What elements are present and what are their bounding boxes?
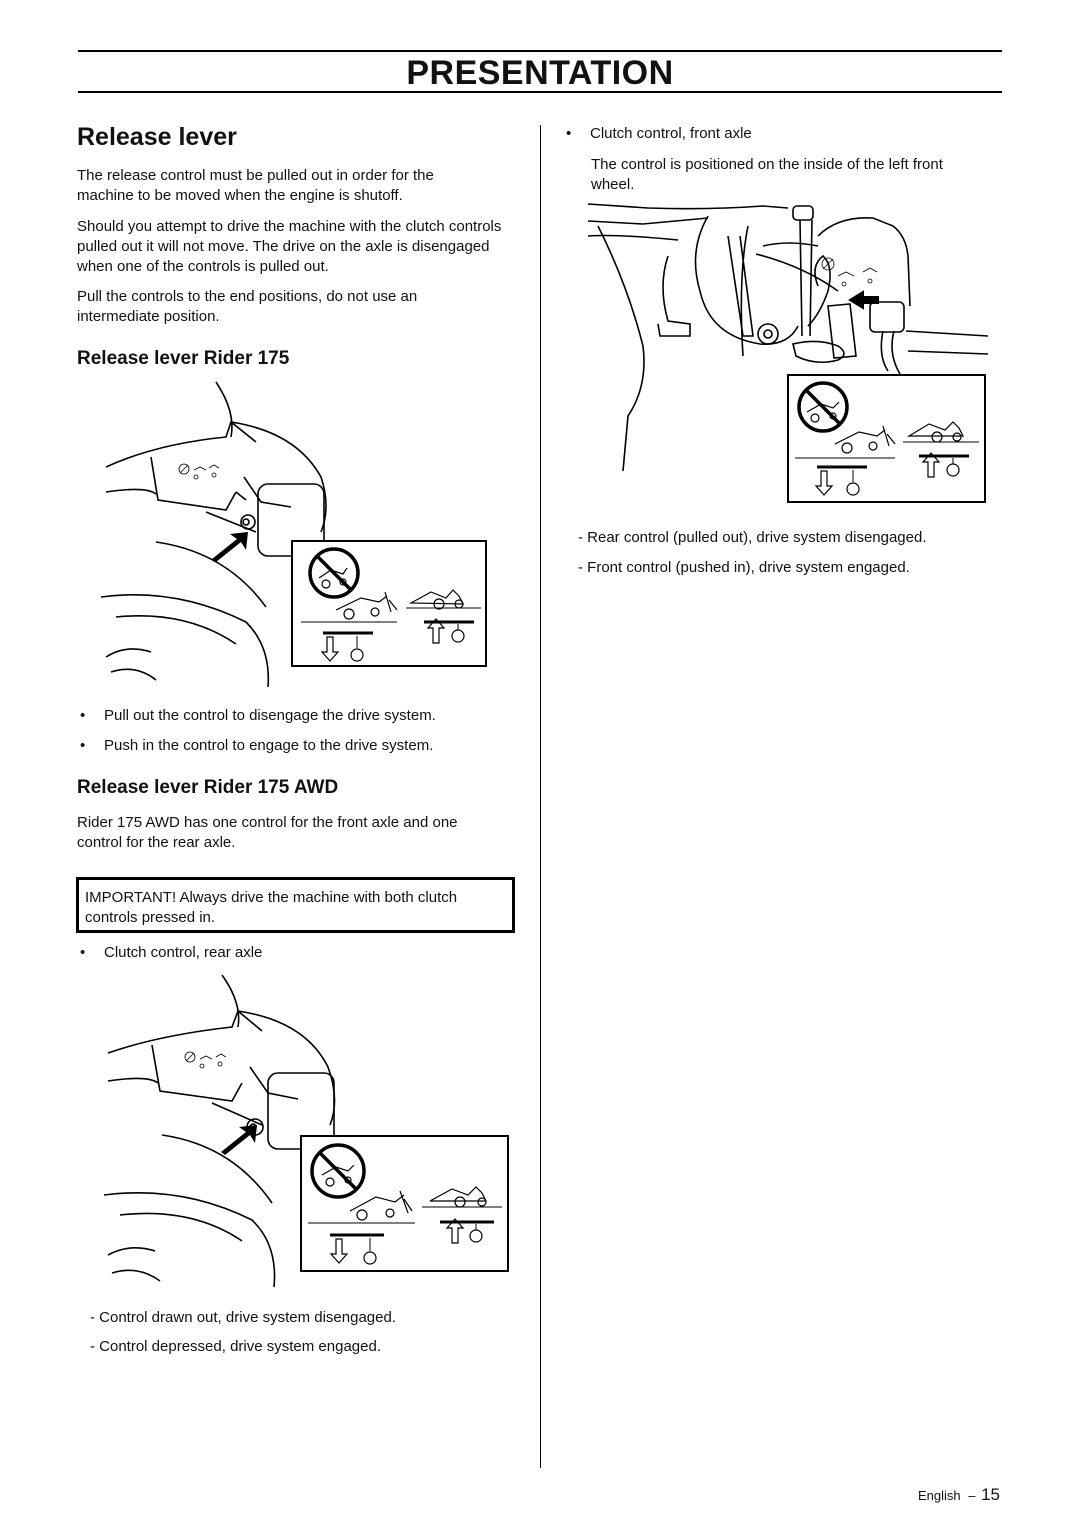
push-in-icon (426, 618, 446, 644)
tow-icon (349, 1186, 487, 1221)
rider-175-lever-illustration (100, 381, 327, 688)
clutch-decal-box-3 (787, 374, 986, 503)
bullet-icon: • (80, 737, 86, 754)
bullet-icon: • (80, 707, 86, 724)
tow-icon (335, 589, 464, 620)
paragraph-awd-controls: Rider 175 AWD has one control for the fr… (77, 814, 458, 851)
dash-control-depressed: - Control depressed, drive system engage… (90, 1338, 381, 1355)
push-in-icon (921, 452, 941, 478)
front-axle-lever-illustration (587, 203, 989, 472)
push-in-icon (445, 1218, 465, 1244)
bullet-icon: • (80, 944, 86, 961)
dash-front-control: - Front control (pushed in), drive syste… (578, 559, 910, 576)
no-tow-icon (310, 1143, 366, 1199)
decal-small (178, 463, 220, 480)
bullet-icon: • (566, 125, 572, 142)
no-tow-icon (797, 381, 849, 433)
pull-out-icon (814, 470, 834, 496)
arrow-pointer-icon (212, 532, 248, 562)
column-divider (540, 125, 541, 1468)
important-notice-text: IMPORTANT! Always drive the machine with… (85, 889, 458, 926)
pull-out-icon (320, 636, 340, 662)
clutch-decal-box-2 (300, 1135, 509, 1272)
important-notice-box: IMPORTANT! Always drive the machine with… (76, 877, 515, 933)
arrow-pointer-icon (848, 290, 879, 310)
paragraph-clutch-warning: Should you attempt to drive the machine … (77, 218, 502, 275)
decal-small (821, 257, 878, 287)
paragraph-front-control-position: The control is positioned on the inside … (591, 156, 943, 193)
tow-icon (834, 421, 964, 454)
paragraph-release-intro: The release control must be pulled out i… (77, 167, 434, 204)
section-heading-release-lever: Release lever (77, 123, 237, 151)
page-footer: English – 15 (918, 1486, 1000, 1505)
decal-small (184, 1051, 227, 1069)
header-top-rule (78, 50, 1002, 52)
rider-175-awd-rear-lever-illustration (103, 974, 336, 1288)
page-title: PRESENTATION (406, 54, 674, 92)
no-tow-icon (308, 547, 360, 599)
subheading-rider-175: Release lever Rider 175 (77, 348, 290, 369)
paragraph-end-positions: Pull the controls to the end positions, … (77, 288, 418, 325)
header-bottom-rule (78, 91, 1002, 93)
clutch-decal-box-1 (291, 540, 487, 667)
subheading-rider-175-awd: Release lever Rider 175 AWD (77, 777, 339, 798)
dash-control-drawn-out: - Control drawn out, drive system diseng… (90, 1309, 396, 1326)
page-number: 15 (981, 1485, 1000, 1504)
arrow-pointer-icon (221, 1125, 257, 1155)
footer-separator: – (968, 1488, 976, 1503)
pull-out-icon (329, 1238, 349, 1264)
footer-language: English (917, 1488, 961, 1503)
dash-rear-control: - Rear control (pulled out), drive syste… (578, 529, 927, 546)
